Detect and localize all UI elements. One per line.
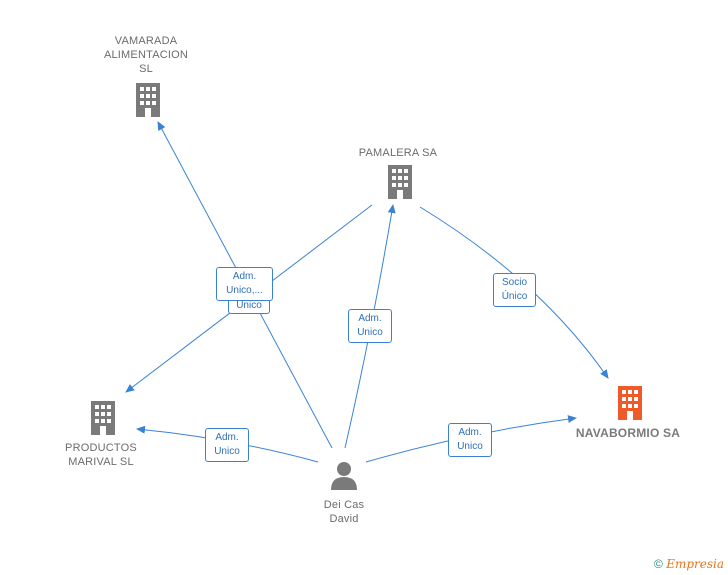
footer-brand: © Empresia: [654, 557, 724, 571]
node-label-navabormio[interactable]: NAVABORMIO SA: [575, 426, 681, 440]
edge-label-socio-unico[interactable]: Socio Único: [493, 273, 536, 307]
building-icon: [91, 401, 115, 435]
person-icon: [331, 462, 357, 490]
node-label-productos[interactable]: PRODUCTOS MARIVAL SL: [65, 442, 137, 468]
node-label-pamalera[interactable]: PAMALERA SA: [358, 147, 438, 159]
node-label-person[interactable]: Dei Cas David: [323, 499, 365, 525]
edge-label-adm-unico-productos[interactable]: Adm. Unico: [205, 428, 249, 462]
copyright-icon: ©: [654, 557, 663, 571]
building-icon: [136, 83, 160, 117]
building-icon: [388, 165, 412, 199]
edge-label-adm-unico-navabormio[interactable]: Adm. Unico: [448, 423, 492, 457]
building-icon-highlighted: [618, 386, 642, 420]
node-label-vamarada[interactable]: VAMARADA ALIMENTACION SL: [103, 35, 189, 75]
brand-logo: Empresia: [666, 557, 724, 571]
edge-label-adm-unico-pamalera[interactable]: Adm. Unico: [348, 309, 392, 343]
edge-label-adm-unico-multi[interactable]: Adm. Unico,...: [216, 267, 273, 301]
